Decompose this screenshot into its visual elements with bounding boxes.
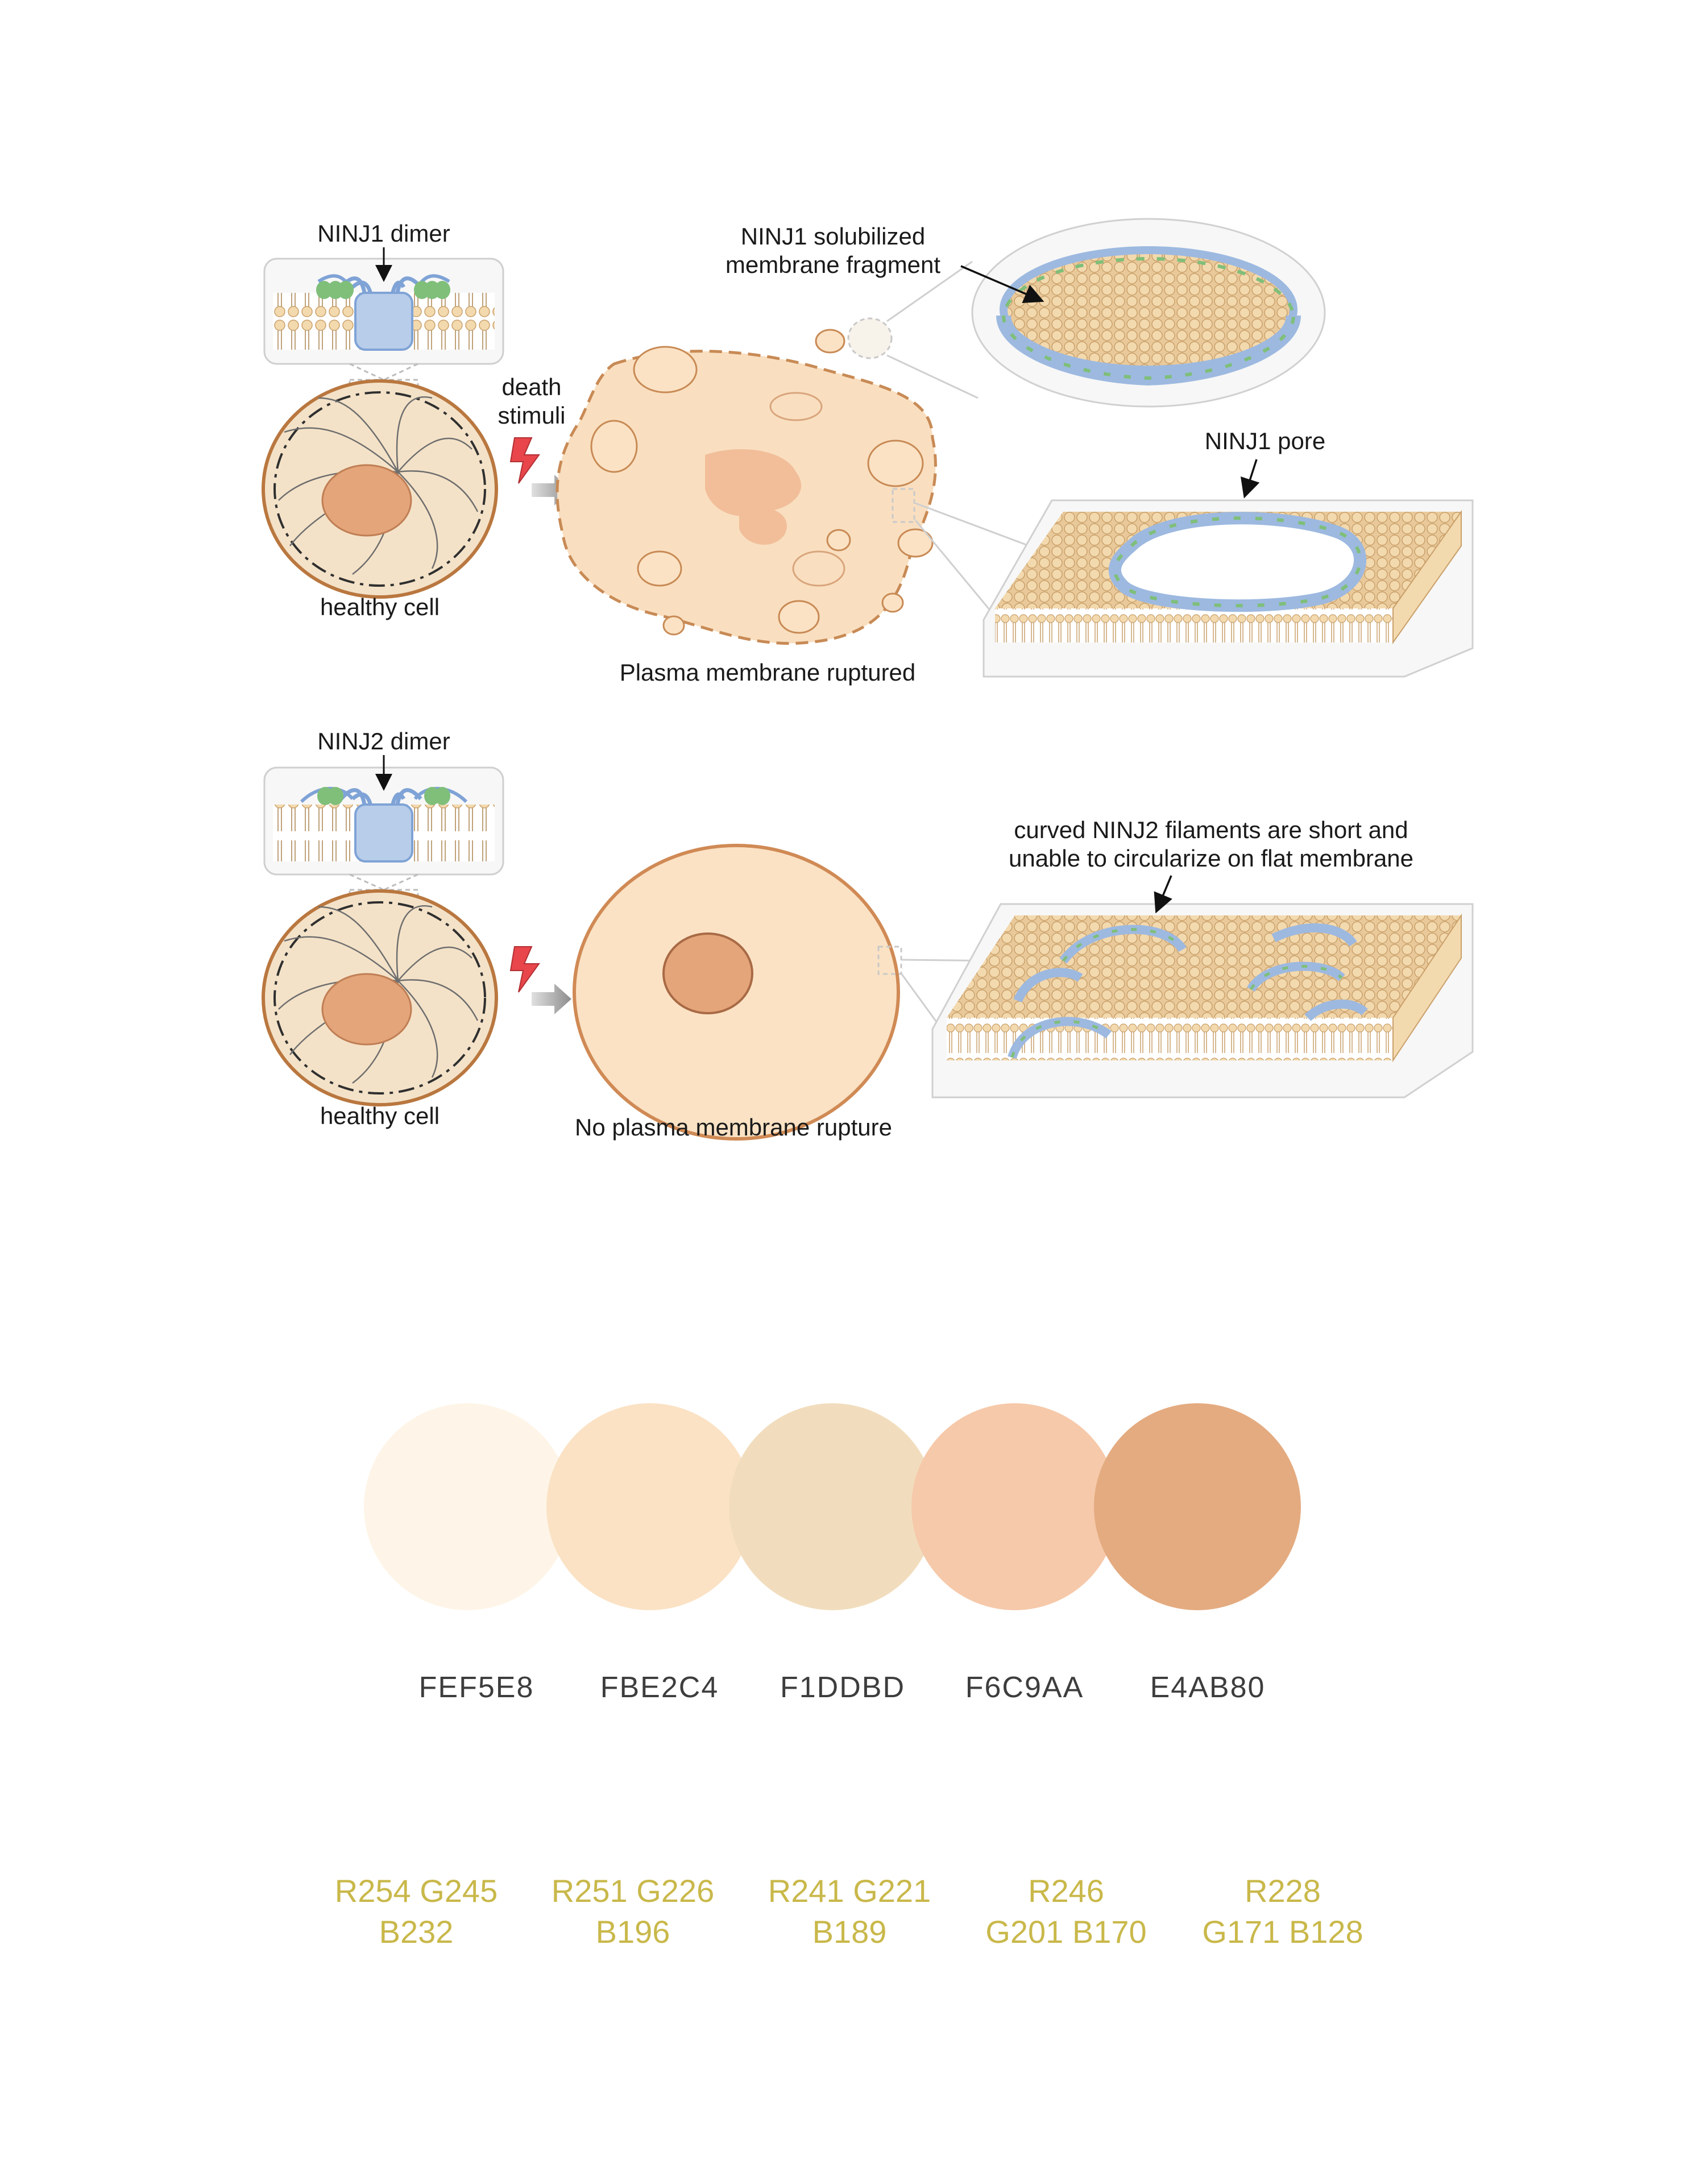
swatch-1	[364, 1403, 571, 1610]
swatch-3-rgb-line2: B189	[812, 1914, 887, 1950]
swatch-1-rgb-line1: R254 G245	[335, 1873, 498, 1909]
swatch-1-hex: FEF5E8	[419, 1671, 534, 1704]
swatch-4-rgb-line1: R246	[1028, 1873, 1104, 1909]
filament-pointer	[1154, 875, 1172, 914]
amphipathic-helix-right	[414, 281, 450, 299]
death-stimuli-label-line2: stimuli	[498, 402, 565, 429]
swatch-3-rgb-line1: R241 G221	[768, 1873, 931, 1909]
swatch-1-rgb-line2: B232	[379, 1914, 454, 1950]
swatch-2-hex: FBE2C4	[600, 1671, 719, 1704]
death-stimuli-label-line1: death	[501, 374, 561, 400]
healthy-cell-2-label: healthy cell	[320, 1102, 440, 1129]
nucleus-2	[321, 973, 412, 1046]
fragment-label-line2: membrane fragment	[726, 251, 940, 278]
ninj1-pore-ring	[1108, 512, 1366, 612]
ninj1-pore-label: NINJ1 pore	[1205, 428, 1325, 454]
healthy-cell-1-label: healthy cell	[320, 594, 440, 620]
mitochondrion-1	[769, 392, 823, 421]
fragment-connector	[886, 260, 979, 399]
fragmented-nucleus	[705, 449, 802, 516]
swatch-4-rgb-line2: G201 B170	[985, 1914, 1146, 1950]
swatch-4-hex: F6C9AA	[965, 1671, 1084, 1704]
ninj2-helix-left	[317, 787, 343, 805]
intact-outcome-label: No plasma membrane rupture	[575, 1114, 892, 1141]
swatch-3-hex: F1DDBD	[780, 1671, 905, 1704]
ninj2-dimer-inset	[263, 766, 504, 876]
ninj2-flat-membrane	[931, 903, 1474, 1098]
ninj1-solubilized-membrane-fragment	[971, 218, 1326, 408]
filament-label-line2: unable to circularize on flat membrane	[1009, 845, 1413, 872]
lightning-bolt-icon	[509, 437, 540, 484]
pore-zoom-marker	[892, 488, 915, 523]
arrow-right-icon-2	[532, 984, 571, 1014]
filament-label-line1: curved NINJ2 filaments are short and	[1014, 816, 1408, 843]
ninj2-dimer-label: NINJ2 dimer	[317, 728, 450, 755]
nucleus-fragment	[739, 507, 787, 545]
ninj1-dimer-inset	[263, 258, 504, 365]
fragment-pointer	[960, 265, 1044, 304]
ninj1-pore-membrane	[982, 499, 1474, 678]
fragment-label-line1: NINJ1 solubilized	[741, 223, 925, 250]
row2-ninj2: NINJ2 dimer healthy cell	[262, 728, 1474, 1141]
row1-ninj1: NINJ1 dimer healthy cell death sti	[262, 218, 1474, 686]
ninj1-pore-pointer	[1240, 459, 1260, 499]
ruptured-cell	[555, 317, 937, 645]
curved-ninj2-filaments	[1008, 923, 1368, 1059]
nucleus-1	[321, 464, 412, 537]
lightning-bolt-icon-2	[509, 946, 540, 993]
healthy-cell-1	[262, 379, 498, 599]
membrane-blebs	[590, 329, 934, 636]
swatch-2-rgb-line1: R251 G226	[552, 1873, 714, 1909]
ninj2-dimer-protein	[300, 786, 468, 863]
swatch-4	[911, 1403, 1118, 1610]
intact-cell	[573, 844, 902, 1141]
swatch-5-hex: E4AB80	[1150, 1671, 1266, 1704]
amphipathic-helix-left	[316, 281, 354, 299]
swatch-2-rgb-line2: B196	[596, 1914, 670, 1950]
fragment-zoom-marker	[847, 317, 893, 359]
swatch-5-rgb-line2: G171 B128	[1202, 1914, 1363, 1950]
ninj2-helix-marks	[1010, 928, 1343, 1058]
swatch-3	[729, 1403, 936, 1610]
ninj1-dimer-label: NINJ1 dimer	[317, 220, 450, 247]
healthy-cell-2	[262, 889, 498, 1106]
swatch-2	[546, 1403, 753, 1610]
intact-nucleus	[662, 932, 753, 1014]
swatch-5-rgb-line1: R228	[1245, 1873, 1321, 1909]
ninj2-helix-right	[424, 787, 450, 805]
swatch-5	[1094, 1403, 1301, 1610]
mitochondrion-2	[792, 550, 845, 587]
ruptured-outcome-label: Plasma membrane ruptured	[620, 659, 916, 686]
